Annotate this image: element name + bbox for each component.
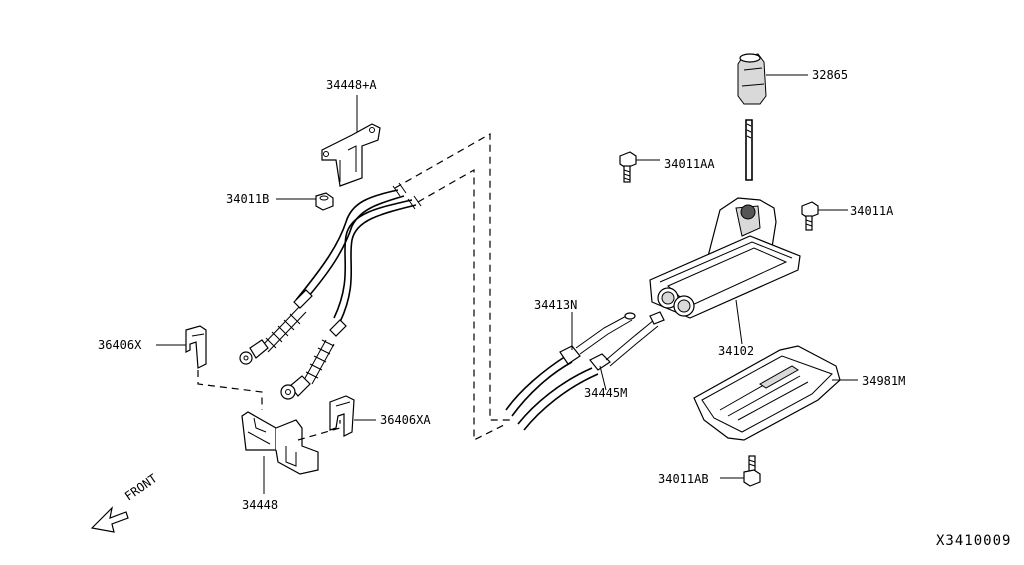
bolt-34011aa	[619, 151, 660, 183]
label-34445m: 34445M	[584, 386, 628, 400]
nut-34011b	[276, 192, 334, 211]
label-34011b: 34011B	[226, 192, 270, 206]
label-36406xa: 36406XA	[380, 413, 431, 427]
label-34413n: 34413N	[534, 298, 578, 312]
bracket-34448a	[321, 95, 381, 187]
shift-lever-assembly-34102	[649, 119, 801, 345]
label-34981m: 34981M	[862, 374, 906, 388]
bolt-34011a	[801, 201, 848, 231]
label-32865: 32865	[812, 68, 849, 82]
shift-knob-32865	[737, 53, 808, 105]
label-34011aa: 34011AA	[664, 157, 715, 171]
boot-plate-34981m	[693, 345, 858, 441]
clip-36406x	[156, 325, 263, 410]
diagram-code: X3410009	[936, 533, 1012, 549]
clip-36406xa	[329, 395, 376, 437]
bolt-34011ab	[720, 455, 761, 487]
bracket-34448	[241, 411, 341, 494]
label-34102: 34102	[718, 344, 755, 358]
label-34448a: 34448+A	[326, 78, 377, 92]
cable-assembly-center	[505, 311, 665, 431]
label-36406x: 36406X	[98, 338, 142, 352]
label-34011a: 34011A	[850, 204, 894, 218]
cable-spring-lower	[303, 319, 347, 385]
label-34011ab: 34011AB	[658, 472, 709, 486]
cable-spring-upper	[261, 289, 313, 353]
shift-cables-left	[239, 182, 422, 400]
dashed-routing-lines	[394, 132, 512, 441]
front-direction-arrow	[90, 506, 129, 533]
label-34448: 34448	[242, 498, 279, 512]
